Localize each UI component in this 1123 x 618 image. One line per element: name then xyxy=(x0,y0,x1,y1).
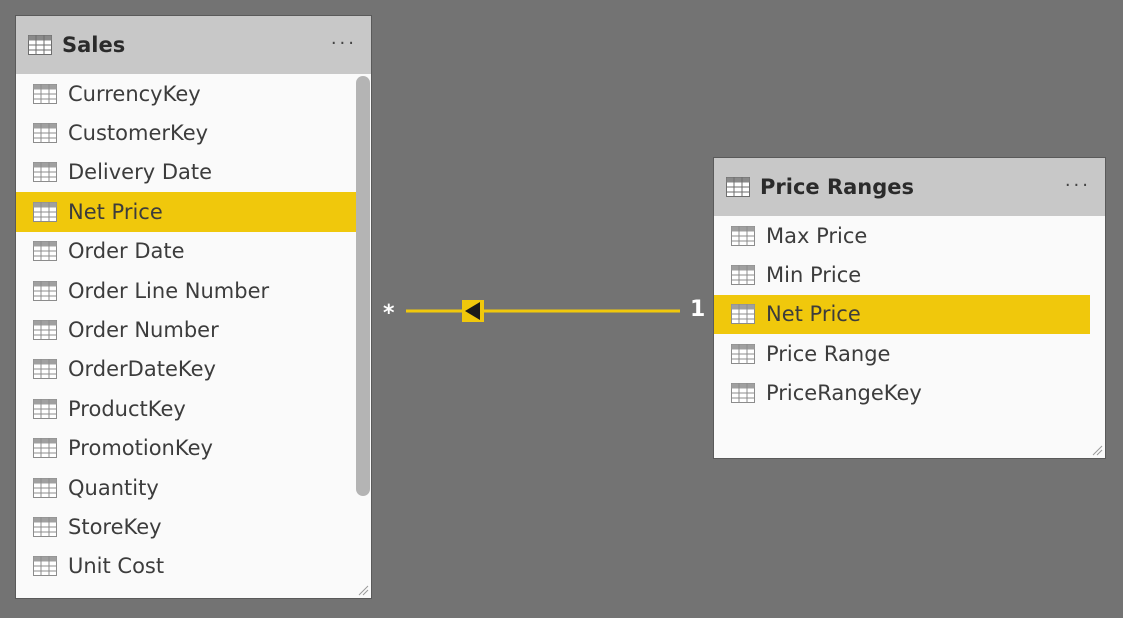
field-name: Order Date xyxy=(68,239,185,264)
field-name: Delivery Date xyxy=(68,160,213,185)
field-row[interactable]: CustomerKey xyxy=(16,113,356,152)
field-name: Unit Cost xyxy=(68,554,165,579)
field-name: Max Price xyxy=(766,223,868,248)
field-row[interactable]: Delivery Date xyxy=(16,153,356,192)
field-name: PromotionKey xyxy=(68,436,213,461)
field-name: Quantity xyxy=(68,475,159,500)
column-icon xyxy=(731,304,755,325)
field-name: StoreKey xyxy=(68,514,162,539)
column-icon xyxy=(33,398,57,419)
sales-scrollbar[interactable] xyxy=(356,76,370,496)
field-name: Price Range xyxy=(766,341,891,366)
column-icon xyxy=(33,280,57,301)
column-icon xyxy=(33,83,57,104)
table-icon xyxy=(28,35,52,55)
column-icon xyxy=(731,265,755,286)
field-row[interactable]: Order Number xyxy=(16,310,356,349)
filter-direction-arrow-icon xyxy=(465,302,480,320)
column-icon xyxy=(731,383,755,404)
sales-table-header[interactable]: Sales ··· xyxy=(16,16,371,74)
price-ranges-table-title: Price Ranges xyxy=(760,175,915,199)
field-row[interactable]: Unit Cost xyxy=(16,547,356,586)
field-name: OrderDateKey xyxy=(68,357,216,382)
field-row[interactable]: Max Price xyxy=(714,216,1090,255)
field-row[interactable]: ProductKey xyxy=(16,389,356,428)
resize-grip-icon[interactable] xyxy=(1091,444,1103,456)
field-row[interactable]: Net Price xyxy=(714,294,1090,335)
field-row[interactable]: Net Price xyxy=(16,192,356,232)
one-cardinality-label: 1 xyxy=(690,297,706,322)
field-row[interactable]: PromotionKey xyxy=(16,429,356,468)
field-name: CurrencyKey xyxy=(68,81,201,106)
column-icon xyxy=(33,556,57,577)
table-icon xyxy=(726,177,750,197)
field-name: CustomerKey xyxy=(68,121,209,146)
column-icon xyxy=(33,477,57,498)
field-row[interactable]: Order Line Number xyxy=(16,271,356,310)
column-icon xyxy=(33,516,57,537)
column-icon xyxy=(33,201,57,222)
field-name: Min Price xyxy=(766,263,862,288)
field-name: Order Number xyxy=(68,318,219,343)
field-name: ProductKey xyxy=(68,396,186,421)
column-icon xyxy=(33,241,57,262)
field-row[interactable]: OrderDateKey xyxy=(16,350,356,389)
resize-grip-icon[interactable] xyxy=(357,584,369,596)
column-icon xyxy=(33,359,57,380)
sales-table-title: Sales xyxy=(62,33,126,57)
field-row[interactable]: PriceRangeKey xyxy=(714,374,1090,413)
field-row[interactable]: Min Price xyxy=(714,255,1090,294)
column-icon xyxy=(33,320,57,341)
field-name: Net Price xyxy=(766,302,861,327)
price-ranges-table-header[interactable]: Price Ranges ··· xyxy=(714,158,1105,216)
column-icon xyxy=(33,438,57,459)
field-row[interactable]: StoreKey xyxy=(16,507,356,546)
field-name: Order Line Number xyxy=(68,278,270,303)
many-cardinality-label: * xyxy=(383,301,395,326)
sales-table-more-options-button[interactable]: ··· xyxy=(330,33,357,54)
column-icon xyxy=(33,123,57,144)
field-row[interactable]: CurrencyKey xyxy=(16,74,356,113)
field-row[interactable]: Price Range xyxy=(714,334,1090,373)
price-ranges-more-options-button[interactable]: ··· xyxy=(1064,175,1091,196)
field-row[interactable]: Quantity xyxy=(16,468,356,507)
field-name: Net Price xyxy=(68,199,163,224)
field-row[interactable]: Order Date xyxy=(16,232,356,271)
column-icon xyxy=(731,343,755,364)
column-icon xyxy=(33,162,57,183)
column-icon xyxy=(731,225,755,246)
field-name: PriceRangeKey xyxy=(766,381,922,406)
